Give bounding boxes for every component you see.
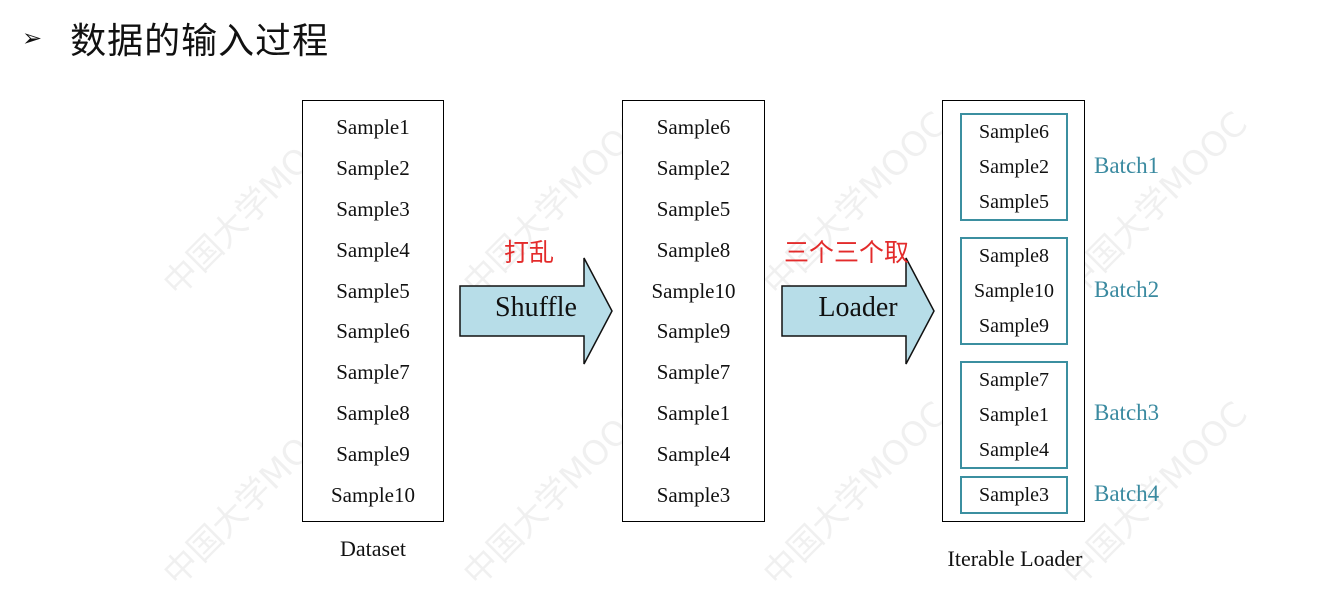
- dataset-sample: Sample4: [336, 237, 410, 262]
- batch-sample: Sample6: [979, 121, 1049, 144]
- batch-label: Batch1: [1094, 153, 1160, 178]
- shuffle-arrow-text: Shuffle: [495, 292, 577, 323]
- slide-title: 数据的输入过程: [70, 21, 330, 62]
- dataset-sample: Sample9: [336, 441, 410, 466]
- dataset-caption: Dataset: [340, 536, 406, 561]
- batch-sample: Sample4: [979, 438, 1049, 461]
- shuffled-sample-list: Sample6 Sample2 Sample5 Sample8 Sample10…: [623, 101, 764, 521]
- batch-sample: Sample8: [979, 245, 1049, 268]
- shuffled-sample: Sample8: [656, 237, 731, 262]
- dataset-sample: Sample5: [336, 278, 410, 303]
- loader-label: 三个三个取: [784, 238, 910, 267]
- dataset-sample: Sample2: [336, 156, 410, 181]
- batch-box: Sample6 Sample2 Sample5: [960, 113, 1068, 221]
- dataset-sample: Sample6: [336, 319, 410, 344]
- dataset-sample: Sample7: [336, 360, 410, 385]
- batch-box: Sample3: [960, 476, 1068, 514]
- dataset-sample: Sample3: [336, 196, 410, 221]
- batch-sample: Sample5: [979, 190, 1049, 213]
- slide-heading: ➢ 数据的输入过程: [22, 12, 329, 64]
- shuffle-label: 打乱: [504, 238, 555, 267]
- shuffled-sample: Sample4: [656, 441, 731, 466]
- shuffled-sample: Sample1: [656, 400, 731, 425]
- batch-label: Batch2: [1094, 277, 1160, 302]
- dataset-sample: Sample8: [336, 400, 410, 425]
- loader-arrow-icon: [781, 257, 935, 365]
- shuffled-box: Sample6 Sample2 Sample5 Sample8 Sample10…: [622, 100, 765, 522]
- batch-label: Batch4: [1094, 481, 1160, 506]
- batch-sample: Sample2: [979, 155, 1049, 178]
- shuffled-sample: Sample6: [656, 115, 731, 140]
- bullet-arrow-icon: ➢: [22, 24, 43, 52]
- batch-sample: Sample9: [979, 314, 1049, 337]
- shuffled-sample: Sample5: [656, 196, 731, 221]
- batch-label: Batch3: [1094, 400, 1160, 425]
- shuffled-sample: Sample3: [656, 482, 731, 507]
- dataset-sample: Sample10: [331, 482, 415, 507]
- dataset-box: Sample1 Sample2 Sample3 Sample4 Sample5 …: [302, 100, 444, 522]
- shuffled-sample: Sample9: [656, 319, 731, 344]
- batch-box: Sample7 Sample1 Sample4: [960, 361, 1068, 469]
- dataset-sample: Sample1: [336, 115, 410, 140]
- batch-box: Sample8 Sample10 Sample9: [960, 237, 1068, 345]
- dataset-sample-list: Sample1 Sample2 Sample3 Sample4 Sample5 …: [303, 101, 443, 521]
- iterable-loader-caption: Iterable Loader: [947, 546, 1083, 571]
- batch-sample: Sample10: [974, 279, 1054, 302]
- iterable-loader-box: [942, 100, 1085, 522]
- shuffled-sample: Sample2: [656, 156, 731, 181]
- loader-arrow-text: Loader: [818, 292, 898, 323]
- shuffle-arrow-icon: [459, 257, 613, 365]
- shuffled-sample: Sample10: [651, 278, 736, 303]
- batch-sample: Sample7: [979, 369, 1049, 392]
- batch-sample: Sample3: [979, 484, 1049, 506]
- batch-sample: Sample1: [979, 403, 1049, 426]
- shuffled-sample: Sample7: [656, 360, 731, 385]
